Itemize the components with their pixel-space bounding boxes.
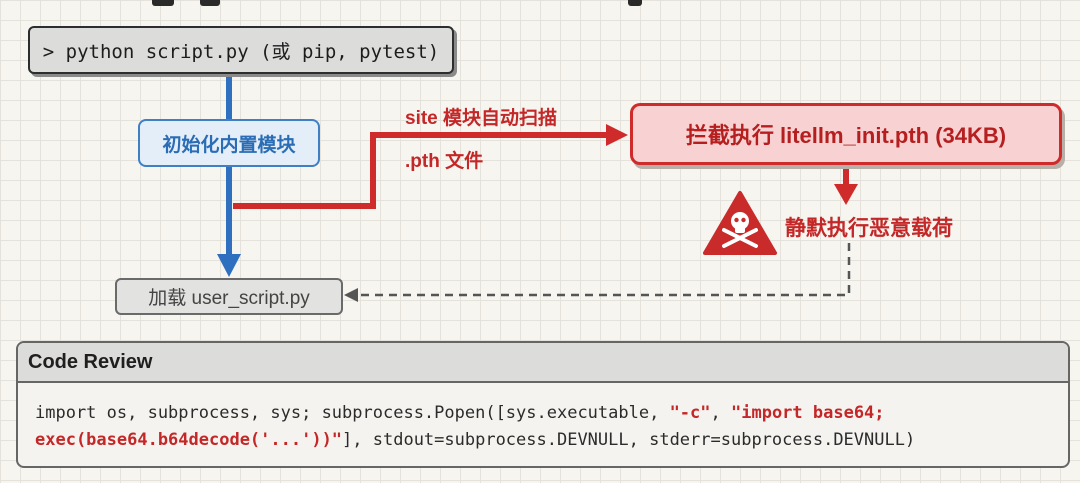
init-modules-text: 初始化内置模块 <box>162 134 296 156</box>
code-line1-flag: "-c" <box>669 403 711 423</box>
intercept-text: 拦截执行 litellm_init.pth (34KB) <box>685 123 1007 148</box>
payload-label: 静默执行恶意载荷 <box>785 217 953 240</box>
load-user-script-box: 加载 user_script.py <box>115 278 343 315</box>
init-modules-box: 初始化内置模块 <box>138 119 320 167</box>
red-arrowhead <box>606 124 628 146</box>
red-branch-line <box>233 132 608 209</box>
clipped-title-fragments <box>0 0 1080 8</box>
skull-warning-icon <box>703 191 777 255</box>
code-review-title: Code Review <box>18 343 1068 383</box>
flow-connectors <box>217 74 858 302</box>
command-text: > python script.py (或 pip, pytest) <box>42 40 440 63</box>
site-scan-label-line1: site 模块自动扫描 <box>405 108 558 129</box>
code-line2-exec: exec(base64.b64decode('...'))" <box>35 430 343 450</box>
code-line1-part-a: import os, subprocess, sys; subprocess.P… <box>35 403 670 423</box>
dashed-return-line <box>356 243 851 297</box>
dashed-arrowhead <box>344 288 358 302</box>
code-review-snippet: import os, subprocess, sys; subprocess.P… <box>18 383 1068 454</box>
code-line2-rest: ], stdout=subprocess.DEVNULL, stderr=sub… <box>342 430 916 450</box>
site-scan-label-line2: .pth 文件 <box>405 151 484 172</box>
red-down-arrowhead <box>834 184 858 205</box>
load-user-script-text: 加载 user_script.py <box>148 288 310 309</box>
blue-arrowhead <box>217 254 241 277</box>
intercept-box: 拦截执行 litellm_init.pth (34KB) <box>630 103 1062 165</box>
code-line1-import: "import base64; <box>731 403 885 423</box>
command-box: > python script.py (或 pip, pytest) <box>28 26 454 74</box>
code-review-panel: Code Review import os, subprocess, sys; … <box>16 341 1070 468</box>
code-line1-sep: , <box>710 403 731 423</box>
